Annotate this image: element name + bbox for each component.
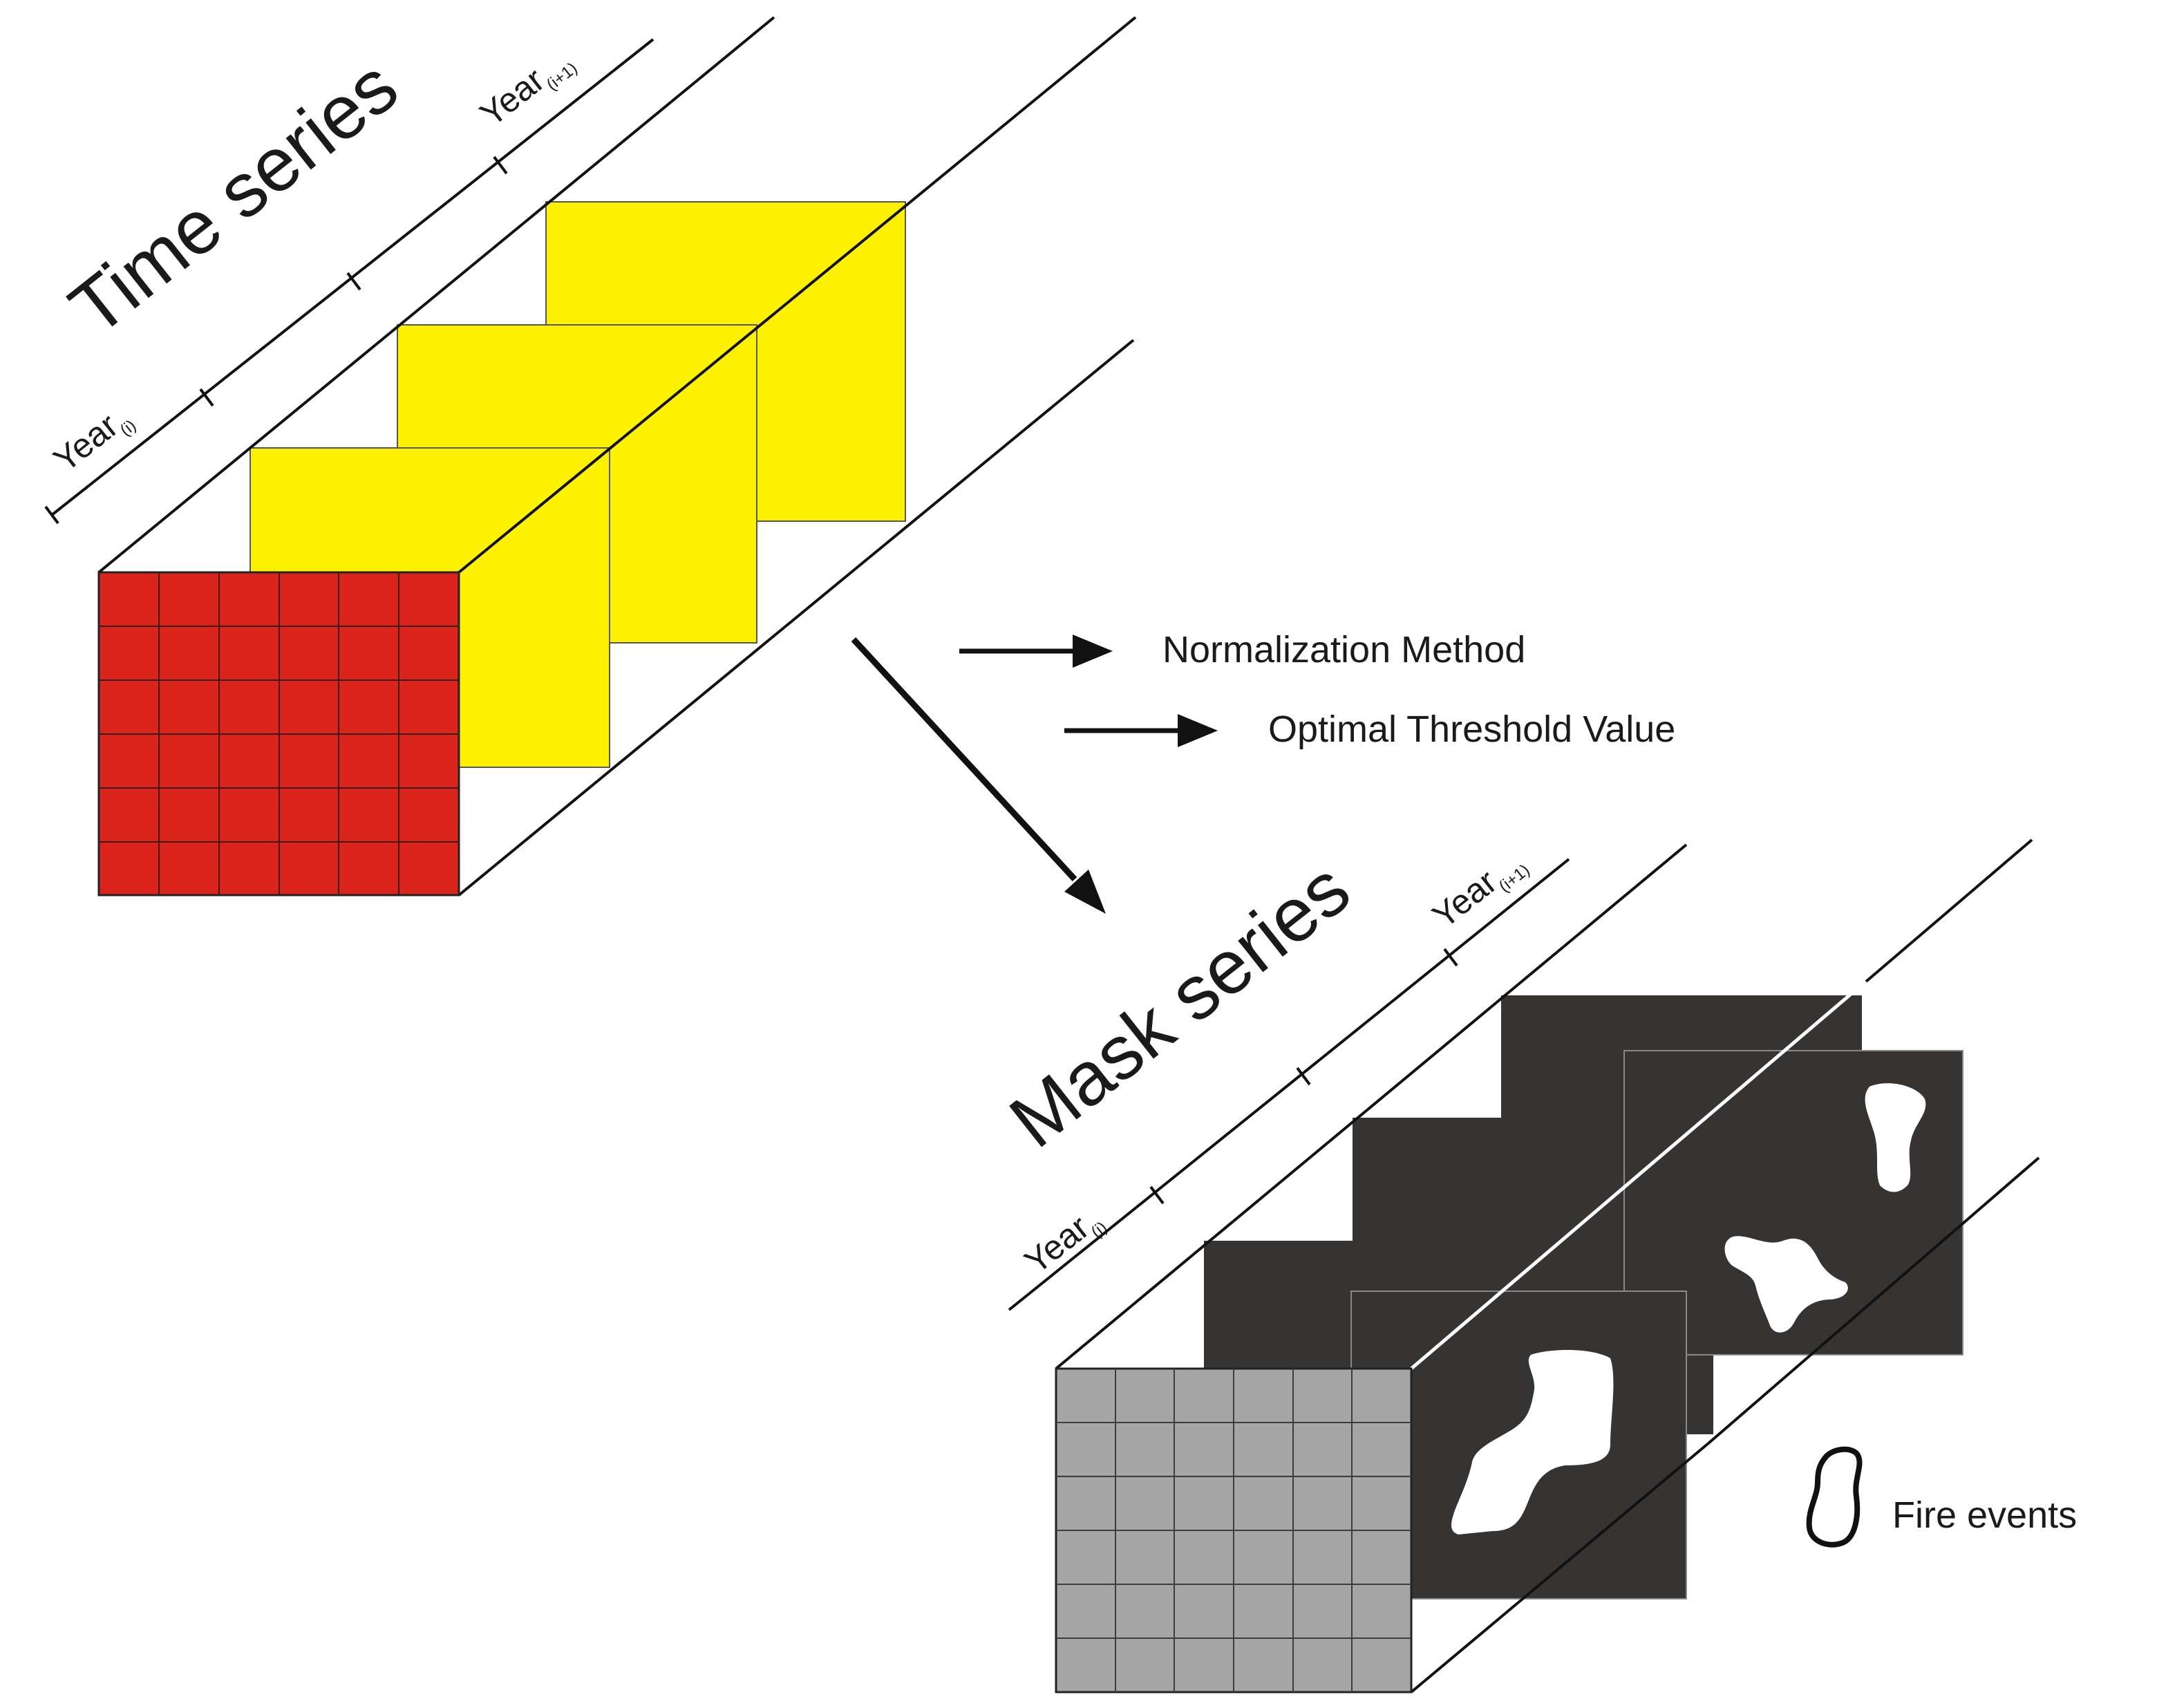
time-box-edge-top-right bbox=[458, 16, 1137, 574]
fire-events-legend: Fire events bbox=[1806, 1446, 2077, 1548]
mask-box-edge-bottom-far bbox=[1707, 1156, 2040, 1445]
time-axis bbox=[44, 38, 654, 525]
normalization-step: Normalization Method bbox=[959, 629, 1525, 670]
time-box-edge-bottom-right bbox=[458, 339, 1135, 897]
mask-year-i-label: Year(i) bbox=[1017, 1199, 1111, 1285]
mask-box-edge-top-right-ext bbox=[1865, 838, 2033, 983]
fire-event-legend-icon bbox=[1806, 1446, 1863, 1548]
threshold-arrowhead bbox=[1178, 714, 1218, 747]
mask-year-i1-label: Year(i+1) bbox=[1425, 841, 1534, 939]
normalization-method-label: Normalization Method bbox=[1162, 629, 1525, 670]
fire-event-shape-2 bbox=[1865, 1083, 1926, 1192]
mask-axis bbox=[1008, 858, 1570, 1311]
time-box-edge-top-left bbox=[97, 16, 775, 574]
mask-box-edge-bottom-right bbox=[1410, 1442, 1710, 1693]
time-raster-grid bbox=[97, 571, 460, 897]
mask-series-stack: Mask series Year(i) Year(i+1) bbox=[995, 838, 2040, 1693]
time-series-title: Time series bbox=[55, 44, 413, 352]
optimal-threshold-label: Optimal Threshold Value bbox=[1268, 708, 1675, 750]
fire-events-label: Fire events bbox=[1892, 1494, 2077, 1536]
fire-event-shape-3 bbox=[1724, 1236, 1848, 1333]
normalization-arrowhead bbox=[1073, 635, 1113, 668]
time-year-i-label: Year(i) bbox=[46, 397, 140, 483]
mask-box-edge-bottom-right-ext bbox=[1963, 1158, 2039, 1355]
mask-raster-grid bbox=[1055, 1367, 1413, 1693]
mask-series-title: Mask series bbox=[995, 846, 1366, 1164]
time-year-i1-label: Year(i+1) bbox=[473, 39, 581, 138]
fire-event-shape-1 bbox=[1451, 1350, 1614, 1535]
threshold-step: Optimal Threshold Value bbox=[1064, 708, 1675, 750]
process-arrow bbox=[851, 637, 1106, 914]
mask-box-edge-top-left bbox=[1055, 843, 1688, 1370]
